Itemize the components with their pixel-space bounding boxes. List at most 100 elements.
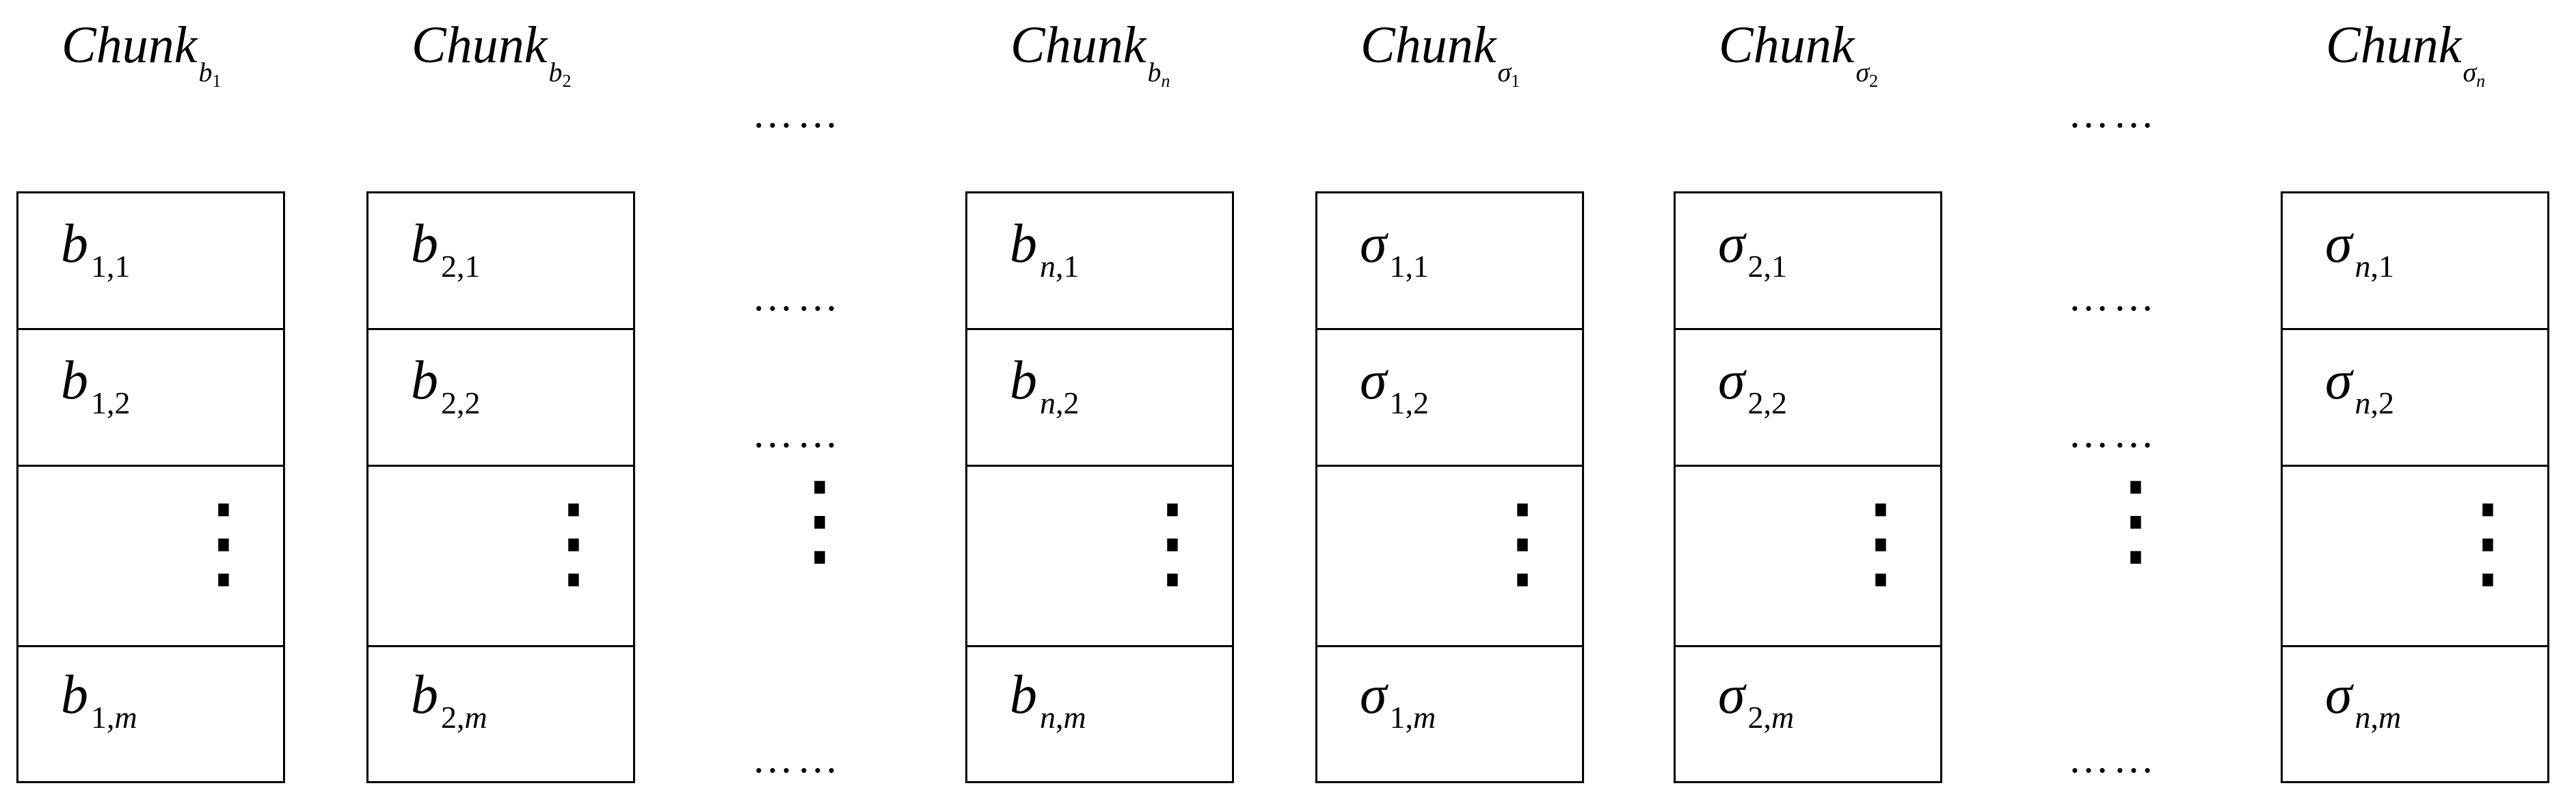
cell-subscript-i: 1 bbox=[91, 249, 107, 284]
cell-subscript-separator: , bbox=[457, 249, 465, 284]
cell-symbol-subscript: n,2 bbox=[2354, 385, 2394, 420]
chunk-header-base: Chunk bbox=[412, 16, 548, 74]
cell-subscript-i: n bbox=[1040, 249, 1056, 284]
cell-subscript-j: 2 bbox=[1412, 385, 1429, 420]
cell-symbol-subscript: 1,1 bbox=[1389, 249, 1429, 284]
cell-subscript-separator: , bbox=[1056, 700, 1064, 735]
cell-symbol-base: σ bbox=[1718, 665, 1745, 725]
cell-symbol-base: σ bbox=[1360, 351, 1387, 411]
cell-subscript-i: 2 bbox=[441, 249, 457, 284]
cell-subscript-separator: , bbox=[107, 249, 115, 284]
cell-subscript-j: 2 bbox=[2378, 385, 2394, 420]
chunk-cell: σn,1 bbox=[2283, 193, 2547, 330]
chunk-cell: σ2,2 bbox=[1676, 330, 1940, 467]
chunk-cell: ⋮ bbox=[368, 467, 633, 647]
horizontal-ellipsis: …… bbox=[752, 274, 842, 319]
cell-subscript-separator: , bbox=[457, 385, 465, 420]
chunk-header: Chunkbn bbox=[1010, 19, 1170, 90]
chunk-cell: ⋮ bbox=[967, 467, 1232, 647]
horizontal-ellipsis: …… bbox=[2068, 736, 2158, 781]
chunk-header-subsubscript: 2 bbox=[1869, 71, 1879, 91]
cell-symbol-subscript: 2,2 bbox=[441, 385, 481, 420]
cell-symbol-subscript: n,m bbox=[1040, 700, 1086, 735]
chunk-header: Chunkσ2 bbox=[1719, 19, 1878, 90]
cell-subscript-i: 2 bbox=[1747, 385, 1764, 420]
cell-subscript-j: 2 bbox=[464, 385, 481, 420]
cell-symbol-subscript: 2,1 bbox=[441, 249, 481, 284]
cell-symbol-subscript: 2,m bbox=[441, 700, 487, 735]
cell-subscript-separator: , bbox=[107, 385, 115, 420]
cell-subscript-i: 1 bbox=[1389, 700, 1406, 735]
chunk-header-base: Chunk bbox=[62, 16, 198, 74]
horizontal-ellipsis: …… bbox=[2068, 274, 2158, 319]
cell-symbol-base: b bbox=[1010, 214, 1037, 274]
chunk-cell: σ1,2 bbox=[1317, 330, 1582, 467]
chunk-header-subscript-symbol: b bbox=[548, 57, 563, 87]
chunk-header-base: Chunk bbox=[1360, 16, 1497, 74]
cell-symbol: b1,1 bbox=[61, 217, 131, 282]
chunk-cell: σ2,1 bbox=[1676, 193, 1940, 330]
cell-symbol-base: σ bbox=[1718, 351, 1745, 411]
cell-symbol-base: b bbox=[411, 665, 438, 725]
cell-symbol: σ1,1 bbox=[1360, 217, 1429, 282]
cell-subscript-i: n bbox=[1040, 700, 1056, 735]
horizontal-ellipsis: …… bbox=[752, 411, 842, 456]
cell-subscript-j: m bbox=[1412, 700, 1436, 735]
chunk-header-subscript-symbol: σ bbox=[1855, 57, 1870, 87]
vertical-ellipsis-glyph: ⋮ bbox=[1471, 486, 1574, 599]
cell-subscript-separator: , bbox=[1056, 385, 1064, 420]
cell-symbol: σn,1 bbox=[2325, 217, 2394, 282]
chunk-header-base: Chunk bbox=[2326, 16, 2462, 74]
chunk-cell: b2,1 bbox=[368, 193, 633, 330]
horizontal-ellipsis: …… bbox=[2068, 91, 2158, 136]
cell-subscript-j: 1 bbox=[2378, 249, 2394, 284]
cell-subscript-separator: , bbox=[2370, 249, 2378, 284]
horizontal-ellipsis: …… bbox=[752, 736, 842, 781]
chunk-cell: b1,m bbox=[18, 647, 283, 781]
cell-subscript-i: 2 bbox=[1747, 249, 1764, 284]
cell-symbol-base: b bbox=[411, 214, 438, 274]
vertical-ellipsis: ⋮ bbox=[2084, 463, 2187, 577]
cell-symbol: b1,m bbox=[61, 668, 137, 733]
cell-subscript-j: m bbox=[2378, 700, 2402, 735]
cell-subscript-i: 2 bbox=[1747, 700, 1764, 735]
horizontal-ellipsis: …… bbox=[2068, 411, 2158, 456]
cell-subscript-i: 1 bbox=[91, 700, 107, 735]
chunk-header-subscript: σ2 bbox=[1855, 57, 1878, 90]
chunk-cell: b1,1 bbox=[18, 193, 283, 330]
cell-symbol-base: σ bbox=[1360, 665, 1387, 725]
cell-subscript-separator: , bbox=[1763, 700, 1771, 735]
chunk-header: Chunkσn bbox=[2326, 19, 2485, 90]
chunk-header-base: Chunk bbox=[1719, 16, 1855, 74]
chunk-cell: bn,1 bbox=[967, 193, 1232, 330]
cell-subscript-j: 2 bbox=[114, 385, 131, 420]
chunk-header-base: Chunk bbox=[1010, 16, 1146, 74]
cell-symbol-base: b bbox=[1010, 665, 1037, 725]
chunk-header-subscript: σn bbox=[2463, 57, 2485, 90]
cell-subscript-separator: , bbox=[1763, 249, 1771, 284]
vertical-ellipsis-glyph: ⋮ bbox=[522, 486, 625, 599]
cell-subscript-i: 1 bbox=[1389, 249, 1406, 284]
cell-symbol: bn,2 bbox=[1010, 353, 1079, 419]
cell-symbol-base: σ bbox=[2325, 665, 2352, 725]
cell-subscript-separator: , bbox=[107, 700, 115, 735]
cell-subscript-j: 1 bbox=[1063, 249, 1079, 284]
chunk-header: Chunkb2 bbox=[412, 19, 571, 90]
cell-subscript-j: 1 bbox=[464, 249, 481, 284]
cell-symbol: σ2,2 bbox=[1718, 353, 1787, 419]
chunk-header-subscript-symbol: σ bbox=[1497, 57, 1512, 87]
chunk-cell: σ2,m bbox=[1676, 647, 1940, 781]
cell-symbol-base: σ bbox=[2325, 214, 2352, 274]
cell-subscript-separator: , bbox=[2370, 385, 2378, 420]
cell-symbol-subscript: n,2 bbox=[1040, 385, 1079, 420]
cell-symbol: b2,2 bbox=[411, 353, 481, 419]
vertical-ellipsis-glyph: ⋮ bbox=[1121, 486, 1224, 599]
cell-symbol: bn,1 bbox=[1010, 217, 1079, 282]
